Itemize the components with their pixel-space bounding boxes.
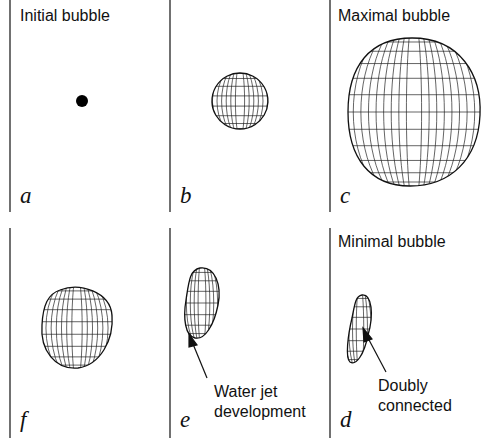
wireframe-grid [23, 273, 131, 382]
panel-letter: e [180, 408, 190, 432]
parallel-line [23, 285, 131, 286]
meridian-line [217, 65, 263, 138]
parallel-line [341, 293, 380, 294]
parallel-line [315, 172, 486, 173]
parallel-line [315, 36, 486, 37]
parallel-line [177, 325, 228, 326]
parallel-line [341, 340, 380, 341]
parallel-line [177, 333, 228, 334]
parallel-line [341, 364, 380, 365]
meridian-line [226, 65, 254, 138]
parallel-line [23, 365, 131, 366]
parallel-line [315, 78, 486, 79]
annotation-text: Water jet development [214, 382, 314, 422]
parallel-line [198, 106, 282, 107]
parallel-line [341, 317, 380, 318]
wireframe-grid [198, 65, 282, 138]
panel-dividers [10, 0, 330, 438]
meridian-line [61, 273, 92, 382]
parallel-line [315, 182, 486, 183]
annotation-text: Doubly connected [378, 376, 478, 416]
meridian-line [41, 273, 113, 382]
parallel-line [23, 346, 131, 347]
wireframe-grid [341, 282, 380, 376]
meridian-line [235, 65, 244, 138]
parallel-line [315, 145, 486, 146]
meridian-line [231, 65, 249, 138]
panel-letter: c [340, 184, 350, 208]
parallel-line [23, 370, 131, 371]
bubble-outline [212, 73, 268, 129]
wireframe-grid [177, 256, 228, 350]
parallel-line [315, 112, 486, 113]
parallel-line [23, 321, 131, 322]
bubble-outline [185, 268, 219, 338]
parallel-line [198, 86, 282, 87]
panel-letter: f [20, 408, 26, 432]
panel-title: Initial bubble [20, 6, 110, 26]
parallel-line [341, 298, 380, 299]
parallel-line [315, 51, 486, 52]
meridian-line [72, 273, 82, 382]
parallel-line [315, 160, 486, 161]
parallel-line [198, 115, 282, 116]
meridian-line [46, 273, 108, 382]
panel-title: Maximal bubble [338, 6, 450, 26]
parallel-line [315, 41, 486, 42]
parallel-line [177, 303, 228, 304]
bubble-outline [42, 287, 112, 368]
parallel-line [198, 123, 282, 124]
panel-title: Minimal bubble [338, 232, 446, 252]
parallel-line [23, 309, 131, 310]
parallel-line [23, 334, 131, 335]
bubble-outline [347, 295, 371, 363]
parallel-line [177, 338, 228, 339]
parallel-line [315, 63, 486, 64]
parallel-line [341, 329, 380, 330]
panel-letter: a [20, 184, 32, 208]
bubble-wireframes [23, 16, 486, 383]
meridian-line [208, 65, 272, 138]
bubble-outline [348, 38, 480, 186]
leader-arrows [189, 328, 386, 378]
parallel-line [341, 306, 380, 307]
parallel-line [177, 291, 228, 292]
parallel-line [315, 129, 486, 130]
parallel-line [23, 290, 131, 291]
meridian-line [36, 273, 119, 382]
parallel-line [315, 94, 486, 95]
wireframe-grid [315, 16, 486, 208]
panel-letter: d [340, 408, 352, 432]
parallel-line [198, 78, 282, 79]
parallel-line [177, 280, 228, 281]
parallel-line [23, 299, 131, 300]
initial-bubble [76, 95, 88, 107]
parallel-line [341, 359, 380, 360]
panel-letter: b [180, 184, 192, 208]
meridian-line [212, 65, 267, 138]
parallel-line [198, 95, 282, 96]
parallel-line [23, 356, 131, 357]
parallel-line [177, 272, 228, 273]
parallel-line [341, 351, 380, 352]
